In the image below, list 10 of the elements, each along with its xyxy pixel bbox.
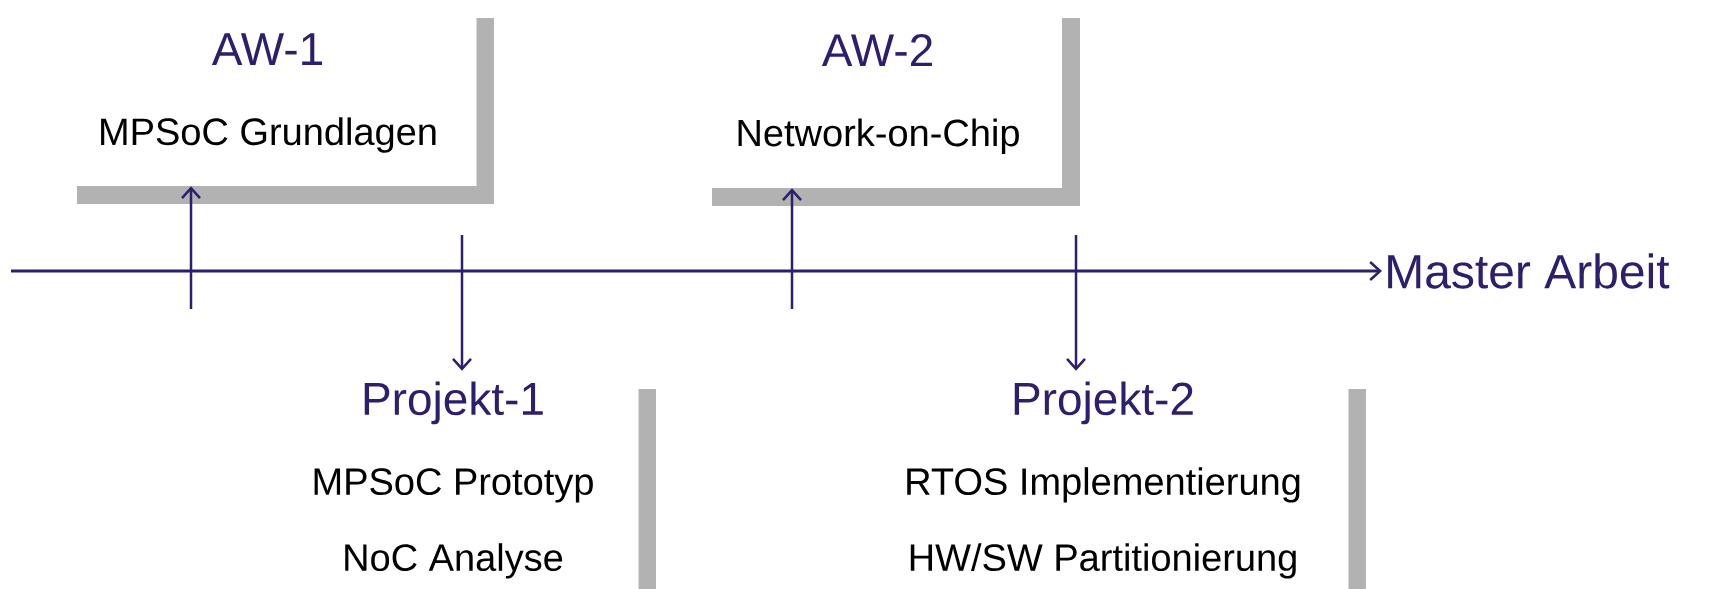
arrow — [452, 235, 472, 371]
phase-box: Projekt-1 MPSoC Prototyp NoC Analyse — [267, 371, 656, 589]
phase-box: Projekt-2 RTOS Implementierung HW/SW Partitionierung — [857, 371, 1366, 589]
arrow — [1066, 235, 1086, 371]
arrow — [181, 186, 201, 309]
phase-box: AW-1 MPSoC Grundlagen — [59, 0, 494, 204]
milestone-label: Master Arbeit — [1388, 253, 1670, 289]
timeline-arrow — [11, 261, 1382, 281]
phase-box: AW-2 Network-on-Chip — [694, 0, 1080, 206]
arrow — [782, 188, 802, 309]
